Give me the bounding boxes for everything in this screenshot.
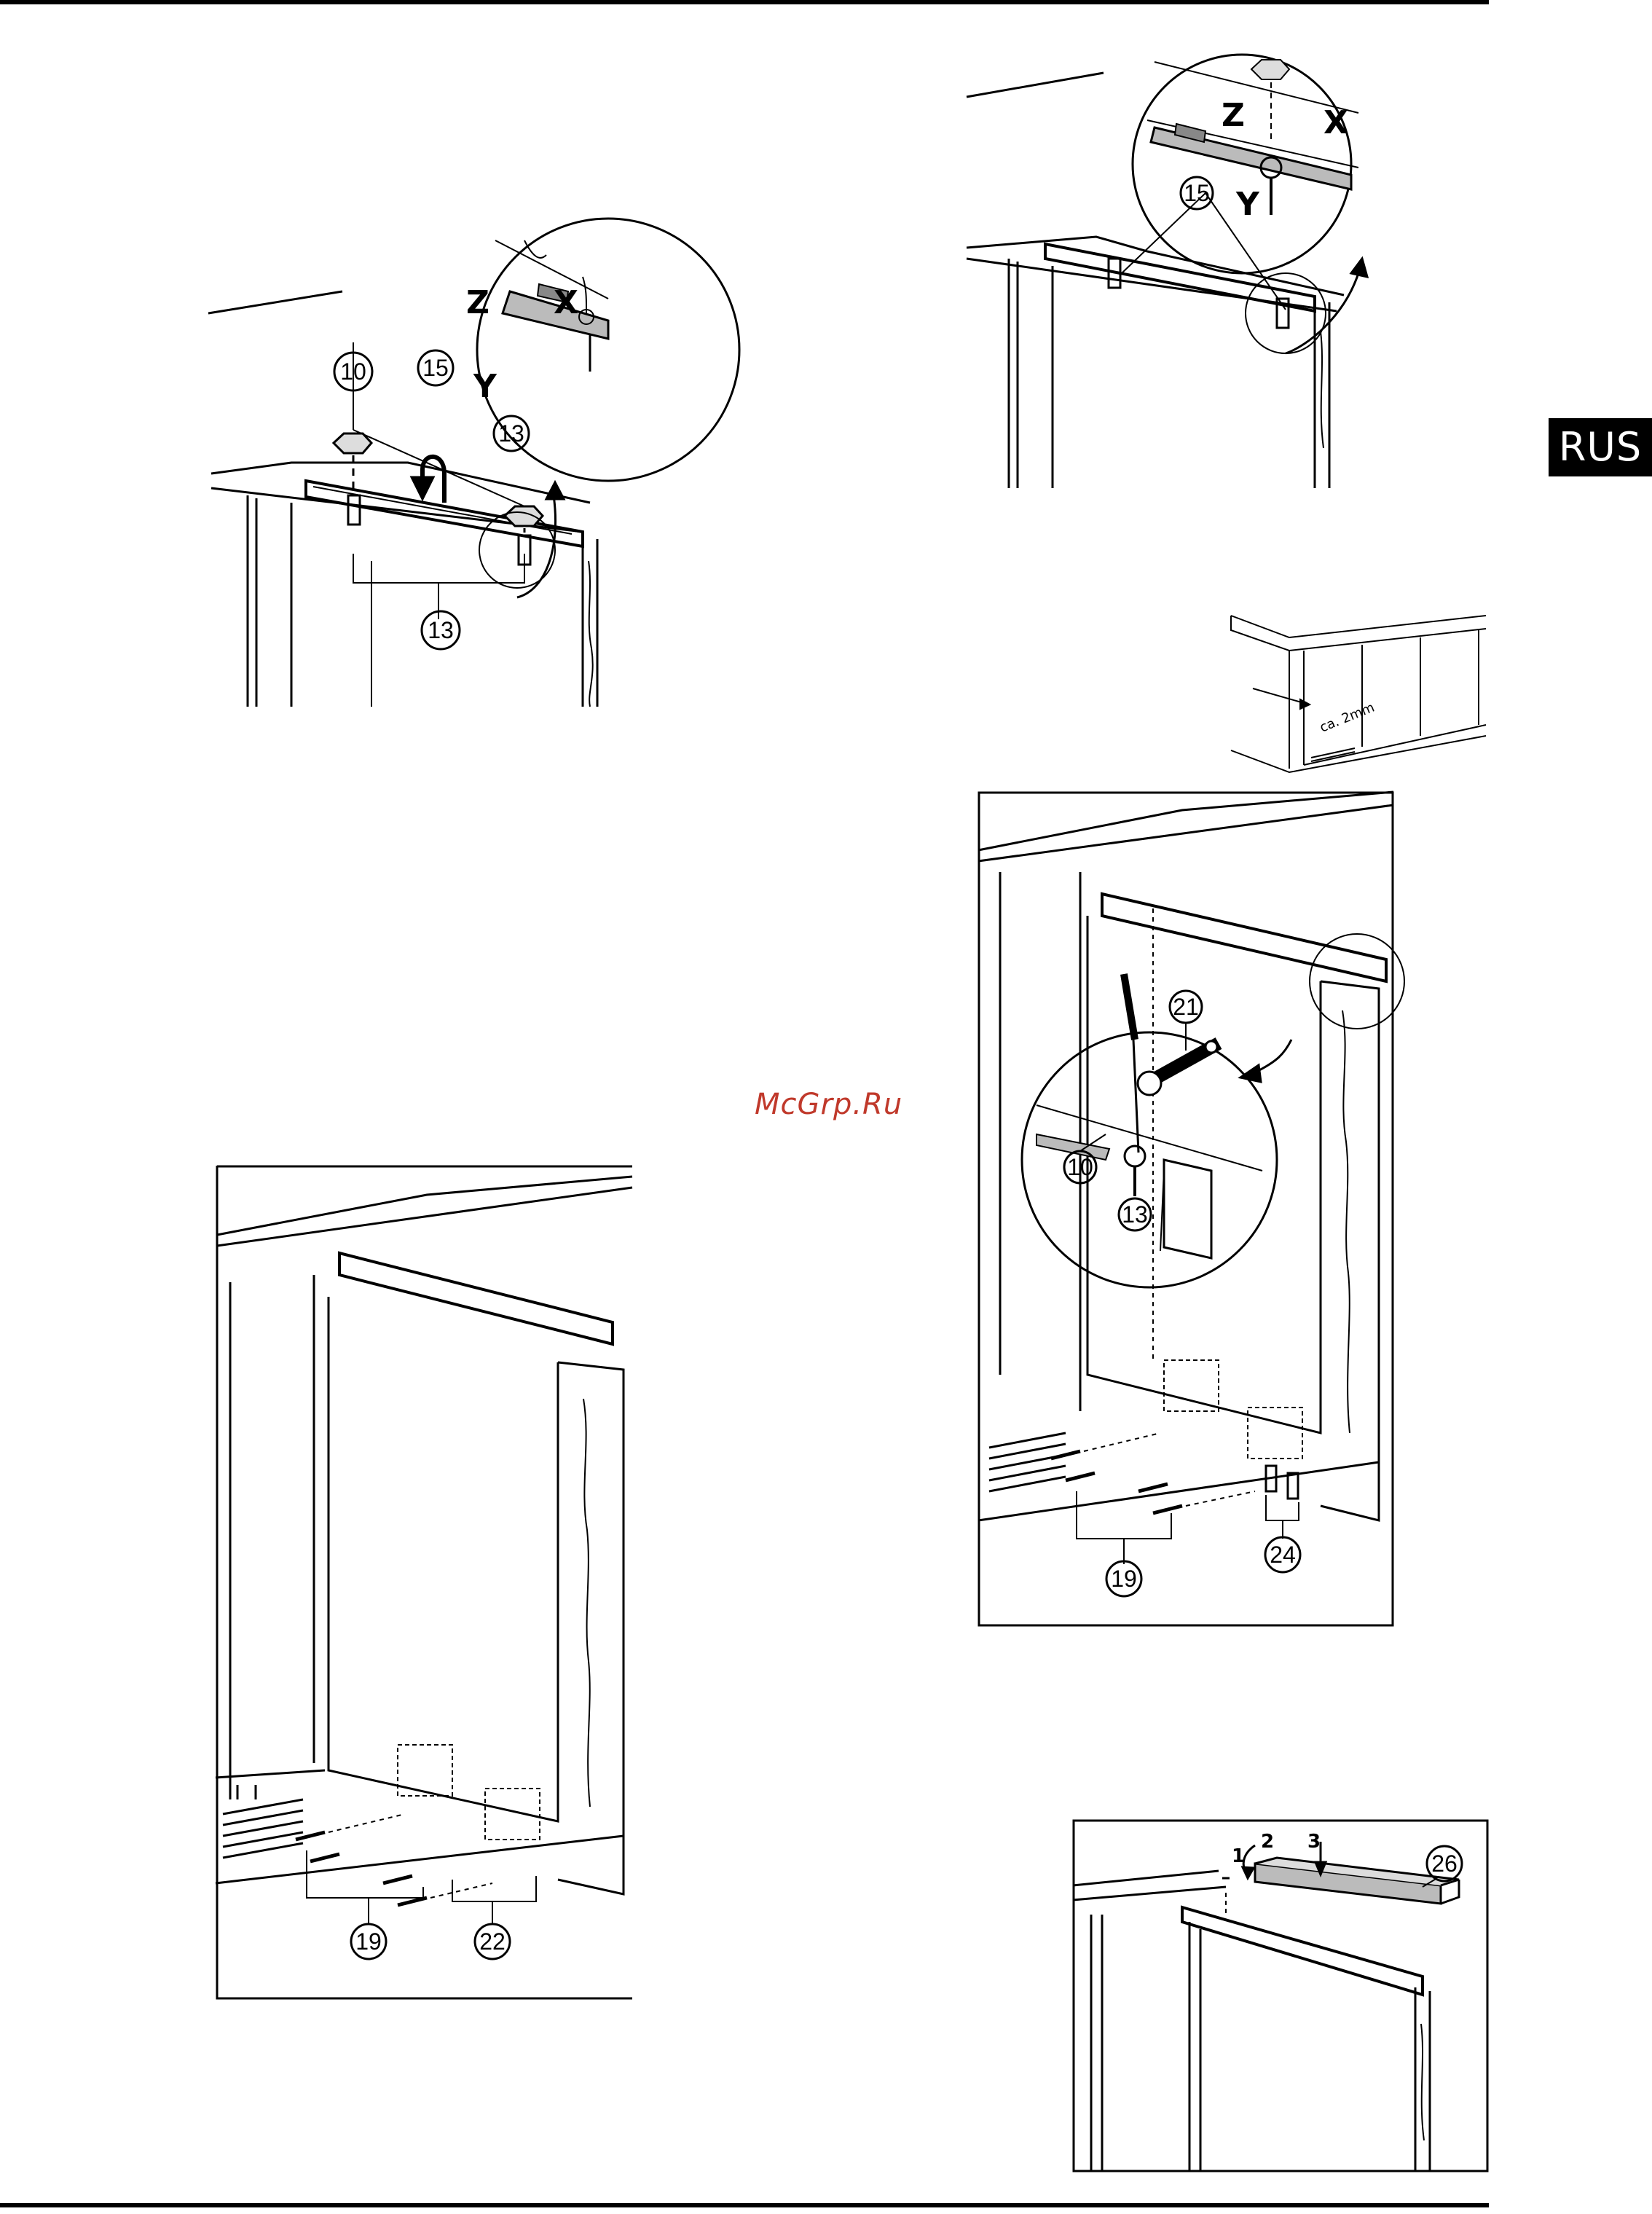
watermark: McGrp.Ru (755, 1088, 902, 1121)
language-badge: RUS (1549, 418, 1652, 476)
top-rule (0, 0, 1489, 4)
callout-13-lower: 13 (428, 617, 454, 643)
step-1: 1 (1232, 1845, 1245, 1867)
axis-label-x: X (1323, 104, 1348, 141)
callout-10: 10 (1067, 1154, 1093, 1180)
step-2: 2 (1261, 1831, 1274, 1853)
axis-label-y: Y (1235, 186, 1260, 223)
figure-hinge-adjust: 15 Z X Y (965, 40, 1369, 492)
figure-door-tool: 21 10 13 19 24 (978, 792, 1393, 1626)
callout-24: 24 (1270, 1542, 1296, 1568)
callout-19: 19 (355, 1928, 382, 1955)
callout-10: 10 (340, 358, 366, 385)
figure-hinge-nuts-drawing: 10 13 (204, 211, 612, 714)
callout-15: 15 (1184, 180, 1210, 206)
callout-13: 13 (1122, 1201, 1148, 1228)
callout-19: 19 (1111, 1566, 1137, 1592)
figure-hinge-nuts: 10 13 (204, 211, 612, 714)
step-3: 3 (1307, 1831, 1321, 1853)
bottom-rule (0, 2203, 1489, 2207)
callout-22: 22 (479, 1928, 506, 1955)
gap-note: ca. 2mm (1318, 700, 1377, 736)
figure-gap-detail: ca. 2mm (1231, 608, 1486, 780)
callout-21: 21 (1173, 994, 1199, 1020)
callout-26: 26 (1431, 1850, 1458, 1877)
axis-label-z: Z (1222, 97, 1245, 134)
figure-cover-strip: 1 2 3 26 (1073, 1820, 1488, 2172)
figure-door-screws: 19 22 (216, 1166, 632, 2000)
